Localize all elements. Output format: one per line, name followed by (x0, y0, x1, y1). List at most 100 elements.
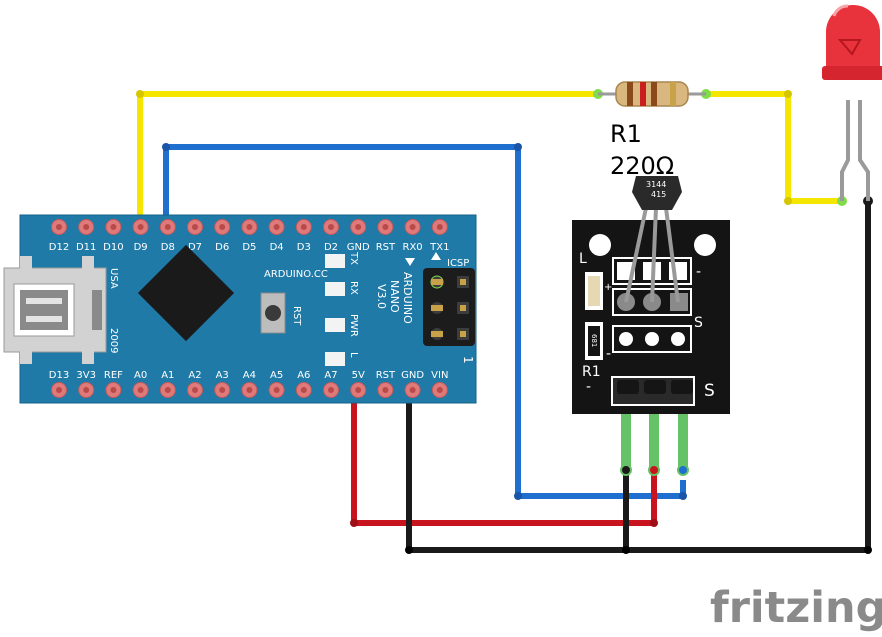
bottom-pin-hole (246, 387, 253, 393)
pin-one-triangle (405, 258, 415, 266)
top-pin-label: D4 (270, 242, 284, 253)
brand-line-2: NANO (388, 280, 401, 313)
top-pin-label: D5 (242, 242, 256, 253)
top-pin-hole (382, 224, 389, 230)
bottom-pin-hole (137, 387, 144, 393)
top-pin-hole (300, 224, 307, 230)
sensor-leg-2 (649, 380, 659, 472)
bottom-pin-label: A0 (134, 370, 147, 381)
top-pin-label: D2 (324, 242, 338, 253)
bottom-pin-hole (409, 387, 416, 393)
sensor-resistor-code: 681 (590, 334, 598, 347)
bottom-pin-hole (56, 387, 62, 393)
bottom-pin-hole (273, 387, 280, 393)
bottom-pin-hole (164, 387, 171, 393)
resistor (598, 81, 706, 107)
top-pin-label: TX1 (429, 242, 449, 253)
bottom-pin-hole (355, 387, 362, 393)
icsp-pin-one: 1 (461, 356, 475, 364)
sensor-leg-3 (678, 380, 688, 472)
yellow-wire-resistor-led (706, 91, 842, 204)
top-pin-label: D7 (188, 242, 202, 253)
bottom-pin-label: A6 (297, 370, 310, 381)
usb-label: USA (108, 268, 119, 289)
top-pin-label: D8 (161, 242, 175, 253)
icsp-triangle (431, 252, 441, 260)
joint-dot (162, 143, 170, 151)
bottom-pin-hole (382, 387, 389, 393)
black-wire-gnd (406, 201, 871, 553)
top-pin-hole (164, 224, 171, 230)
brand-line-3: V3.0 (375, 284, 388, 309)
bottom-pin-label: REF (104, 370, 123, 381)
top-pin-hole (137, 224, 144, 230)
top-pin-label: GND (347, 242, 370, 253)
top-pin-hole (56, 224, 62, 230)
bottom-pin-hole (436, 387, 443, 393)
top-pin-label: D6 (215, 242, 229, 253)
joint-dot (514, 492, 522, 500)
led-label-pwr: PWR (348, 314, 359, 337)
brand-line-1: ARDUINO (401, 272, 414, 324)
sensor-label-s-top: S (694, 315, 703, 331)
joint-dot (350, 519, 358, 527)
top-pin-label: D9 (134, 242, 148, 253)
resistor-name: R1 (610, 120, 642, 148)
bottom-pin-hole (83, 387, 90, 393)
joint-dot (784, 197, 792, 205)
fritzing-logo: fritzing (710, 583, 882, 633)
bottom-pin-label: RST (376, 370, 396, 381)
sensor-label-minus-mid: - (606, 346, 611, 362)
top-pin-hole (436, 224, 443, 230)
bottom-pin-hole (328, 387, 334, 393)
hall-sensor-chip (624, 176, 682, 303)
resistor-value: 220Ω (610, 152, 674, 180)
top-pin-label: RST (376, 242, 396, 253)
top-pin-label: D3 (297, 242, 311, 253)
top-pin-hole (83, 224, 90, 230)
sensor-leg-1 (621, 380, 631, 472)
bottom-pin-label: A2 (188, 370, 201, 381)
bottom-pin-label: D13 (49, 370, 69, 381)
bottom-pin-label: A1 (161, 370, 174, 381)
top-pin-label: D11 (76, 242, 96, 253)
icsp-label: ICSP (447, 258, 469, 269)
bottom-pin-label: A5 (270, 370, 283, 381)
joint-dot (622, 546, 630, 554)
sensor-label-r1: R1 (582, 364, 601, 380)
joint-dot (784, 90, 792, 98)
bottom-pin-hole (110, 387, 117, 393)
status-leds (325, 254, 345, 366)
joint-dot (514, 143, 522, 151)
chip-label-1: 3144 (646, 180, 666, 189)
sensor-label-minus-top: - (696, 264, 701, 280)
joint-dot (679, 492, 687, 500)
led-label-tx: TX (348, 251, 359, 265)
sensor-label-l: L (579, 251, 587, 267)
red-led (822, 4, 882, 201)
wires (136, 89, 873, 554)
joint-dot (136, 90, 144, 98)
reset-label: RST (291, 306, 302, 326)
chip-label-2: 415 (651, 190, 666, 199)
reset-button[interactable] (260, 292, 286, 334)
joint-dot (650, 519, 658, 527)
led-label-rx: RX (348, 281, 359, 295)
led-label-l: L (348, 352, 359, 358)
bottom-pin-hole (192, 387, 198, 393)
top-pin-hole (273, 224, 280, 230)
usb-connector (3, 256, 107, 364)
bottom-pin-hole (219, 387, 226, 393)
site-label: ARDUINO.CC (264, 269, 328, 280)
top-pin-label: RX0 (403, 242, 423, 253)
icsp-header (430, 275, 469, 340)
top-pin-hole (192, 224, 198, 230)
sensor-label-minus-bottom: - (586, 379, 591, 395)
top-pin-hole (246, 224, 253, 230)
bottom-pin-label: A3 (216, 370, 229, 381)
sensor-label-s-bottom: S (704, 381, 715, 401)
year-label: 2009 (108, 328, 119, 353)
bottom-pin-label: A7 (324, 370, 337, 381)
